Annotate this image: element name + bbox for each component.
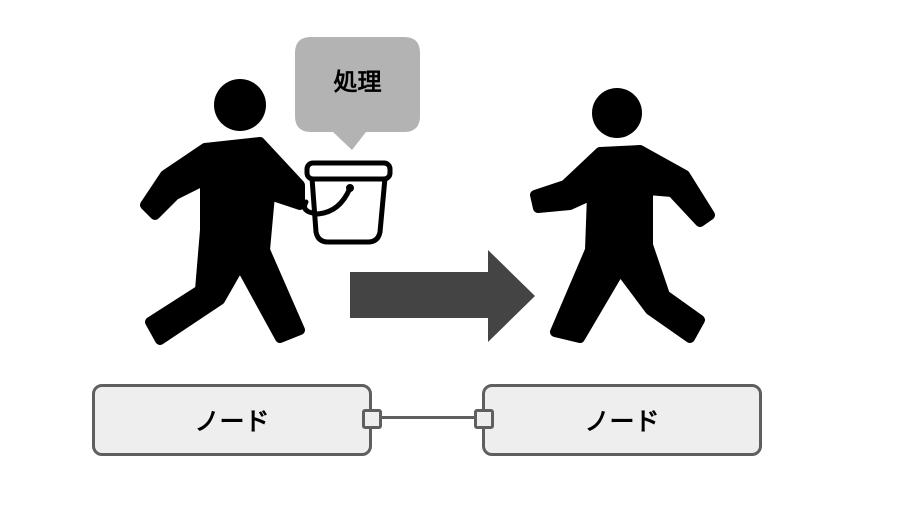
bubble-label: 処理 <box>333 68 382 96</box>
input-port[interactable] <box>474 409 494 429</box>
connection-wire <box>380 416 475 419</box>
person-with-bucket-icon <box>140 79 393 345</box>
node-label: ノード <box>584 407 660 436</box>
node-right[interactable]: ノード <box>482 384 762 456</box>
node-left[interactable]: ノード <box>92 384 372 456</box>
output-port[interactable] <box>362 409 382 429</box>
node-label: ノード <box>194 407 270 436</box>
person-walking-icon <box>530 88 715 343</box>
speech-bubble <box>295 37 420 150</box>
right-arrow-icon <box>350 250 535 342</box>
